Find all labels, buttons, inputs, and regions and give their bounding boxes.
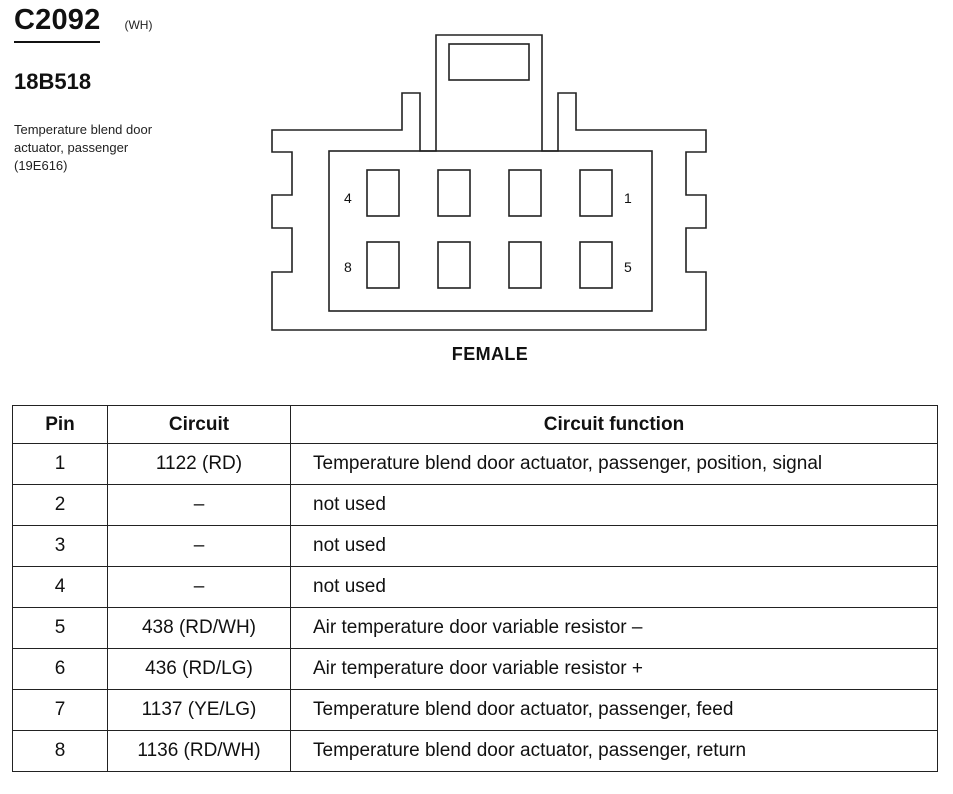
latch-window <box>448 43 530 81</box>
pin-cavity-7 <box>437 241 471 289</box>
pin-cell: 7 <box>12 689 108 731</box>
table-row: 8 1136 (RD/WH) Temperature blend door ac… <box>12 730 938 772</box>
circuit-cell: 438 (RD/WH) <box>107 607 291 649</box>
component-description: Temperature blend door actuator, passeng… <box>14 122 153 173</box>
pin-label-5: 5 <box>624 259 632 275</box>
pin-cavity-1 <box>579 169 613 217</box>
column-header-circuit: Circuit <box>107 405 291 444</box>
pin-cell: 5 <box>12 607 108 649</box>
connector-gender-label: FEMALE <box>451 344 529 364</box>
connector-face-diagram: 4 1 8 5 <box>266 30 716 340</box>
table-row: 1 1122 (RD) Temperature blend door actua… <box>12 443 938 485</box>
circuit-cell: 1122 (RD) <box>107 443 291 485</box>
pin-cavity-4 <box>366 169 400 217</box>
circuit-cell: 436 (RD/LG) <box>107 648 291 690</box>
pin-cavity-6 <box>508 241 542 289</box>
pin-label-1: 1 <box>624 190 632 206</box>
table-row: 6 436 (RD/LG) Air temperature door varia… <box>12 648 938 690</box>
pin-cavity-2 <box>508 169 542 217</box>
function-cell: Temperature blend door actuator, passeng… <box>290 730 938 772</box>
table-header-row: Pin Circuit Circuit function <box>12 405 938 444</box>
column-header-function: Circuit function <box>290 405 938 444</box>
column-header-pin: Pin <box>12 405 108 444</box>
pin-cell: 1 <box>12 443 108 485</box>
function-cell: Air temperature door variable resistor – <box>290 607 938 649</box>
pin-cavity-5 <box>579 241 613 289</box>
pin-cell: 4 <box>12 566 108 608</box>
table-row: 4 – not used <box>12 566 938 608</box>
title-row: C2092 (WH) <box>14 6 152 43</box>
table-row: 2 – not used <box>12 484 938 526</box>
pin-cell: 6 <box>12 648 108 690</box>
pin-cell: 2 <box>12 484 108 526</box>
pin-cell: 8 <box>12 730 108 772</box>
connector-outline-svg: 4 1 8 5 <box>271 34 707 331</box>
function-cell: not used <box>290 566 938 608</box>
circuit-cell: 1136 (RD/WH) <box>107 730 291 772</box>
function-cell: Air temperature door variable resistor + <box>290 648 938 690</box>
pinout-table: Pin Circuit Circuit function 1 1122 (RD)… <box>12 405 938 772</box>
pin-label-8: 8 <box>344 259 352 275</box>
function-cell: not used <box>290 484 938 526</box>
table-row: 5 438 (RD/WH) Air temperature door varia… <box>12 607 938 649</box>
table-row: 3 – not used <box>12 525 938 567</box>
connector-housing-outline <box>271 34 707 331</box>
pin-label-4: 4 <box>344 190 352 206</box>
circuit-cell: – <box>107 484 291 526</box>
function-cell: not used <box>290 525 938 567</box>
pin-cavity-8 <box>366 241 400 289</box>
circuit-cell: – <box>107 566 291 608</box>
connector-color-code: (WH) <box>124 18 153 32</box>
table-row: 7 1137 (YE/LG) Temperature blend door ac… <box>12 689 938 731</box>
function-cell: Temperature blend door actuator, passeng… <box>290 689 938 731</box>
circuit-cell: 1137 (YE/LG) <box>107 689 291 731</box>
pin-cell: 3 <box>12 525 108 567</box>
function-cell: Temperature blend door actuator, passeng… <box>290 443 938 485</box>
connector-inner-body <box>328 150 653 312</box>
circuit-cell: – <box>107 525 291 567</box>
connector-id: C2092 <box>14 6 101 43</box>
pin-cavity-3 <box>437 169 471 217</box>
part-number: 18B518 <box>14 69 92 94</box>
